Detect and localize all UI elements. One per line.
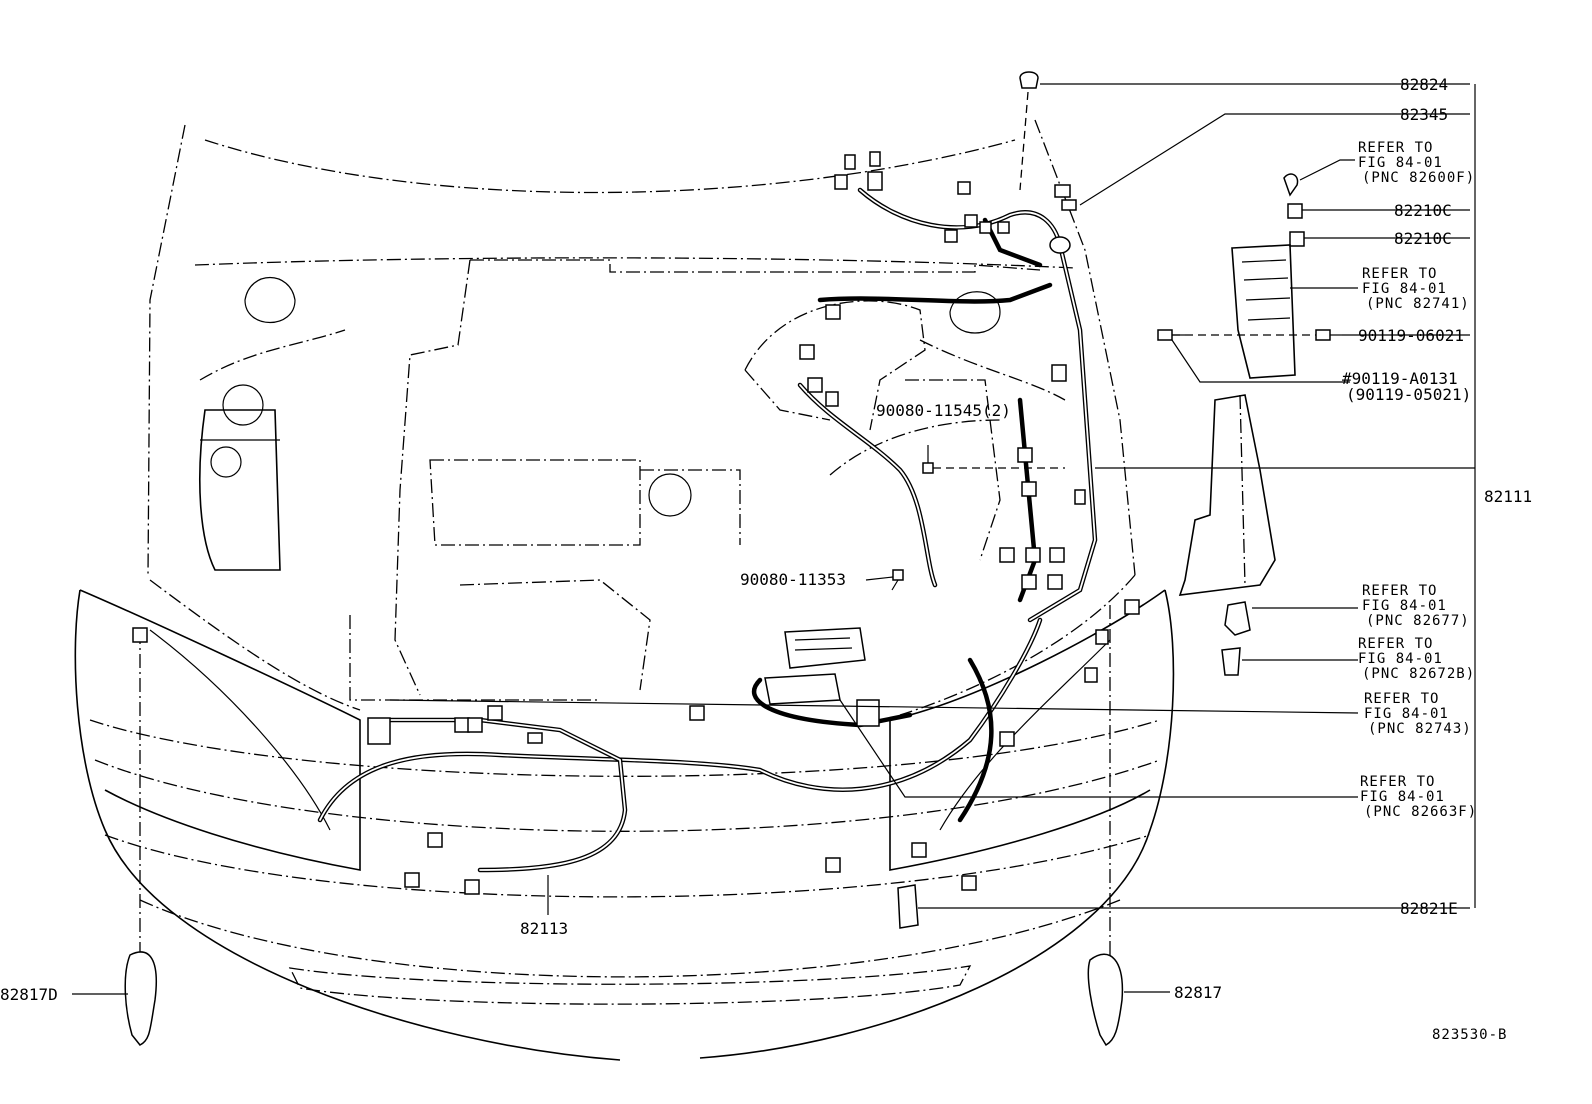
bolt-icon bbox=[891, 569, 904, 591]
svg-text:(PNC 82741): (PNC 82741) bbox=[1366, 296, 1470, 312]
part-labels: 82824 82345 82210C 82210C 90119-06021 #9… bbox=[0, 75, 1532, 1043]
label-90119-06021: 90119-06021 bbox=[1358, 326, 1464, 345]
reference-notes: REFER TO FIG 84-01 (PNC 82600F) REFER TO… bbox=[1358, 140, 1477, 820]
bolt-icon bbox=[1315, 329, 1342, 341]
clip-icon bbox=[1019, 71, 1039, 89]
bolt-icon bbox=[922, 445, 934, 474]
label-90080-11353: 90080-11353 bbox=[740, 570, 846, 589]
label-82111: 82111 bbox=[1484, 487, 1532, 506]
reference-82741: REFER TO FIG 84-01 (PNC 82741) bbox=[1362, 266, 1470, 312]
reference-82672b: REFER TO FIG 84-01 (PNC 82672B) bbox=[1358, 636, 1475, 682]
svg-text:(PNC 82672B): (PNC 82672B) bbox=[1362, 666, 1475, 682]
svg-text:REFER TO: REFER TO bbox=[1364, 691, 1439, 707]
relay-block-icon bbox=[764, 627, 866, 705]
parts bbox=[124, 71, 1342, 1047]
bolt-icon bbox=[1157, 329, 1185, 341]
svg-text:(PNC 82600F): (PNC 82600F) bbox=[1362, 170, 1475, 186]
label-82345: 82345 bbox=[1400, 105, 1448, 124]
svg-text:(PNC 82743): (PNC 82743) bbox=[1368, 721, 1472, 737]
drawing-code: 823530-B bbox=[1432, 1027, 1507, 1043]
svg-text:FIG 84-01: FIG 84-01 bbox=[1362, 281, 1447, 297]
leader-lines bbox=[72, 83, 1476, 995]
svg-text:(PNC 82677): (PNC 82677) bbox=[1366, 613, 1470, 629]
label-90119-05021: (90119-05021) bbox=[1346, 385, 1471, 404]
svg-text:REFER TO: REFER TO bbox=[1358, 636, 1433, 652]
svg-text:FIG 84-01: FIG 84-01 bbox=[1364, 706, 1449, 722]
label-82821e: 82821E bbox=[1400, 899, 1458, 918]
svg-text:FIG 84-01: FIG 84-01 bbox=[1358, 651, 1443, 667]
engine-bay-components bbox=[199, 259, 1276, 701]
reference-82600f: REFER TO FIG 84-01 (PNC 82600F) bbox=[1358, 140, 1475, 186]
reference-82677: REFER TO FIG 84-01 (PNC 82677) bbox=[1362, 583, 1470, 629]
svg-text:REFER TO: REFER TO bbox=[1360, 774, 1435, 790]
label-90119-a0131: #90119-A0131 bbox=[1342, 369, 1458, 388]
grommet-icon bbox=[1049, 236, 1071, 254]
reference-82663f: REFER TO FIG 84-01 (PNC 82663F) bbox=[1360, 774, 1477, 820]
svg-text:FIG 84-01: FIG 84-01 bbox=[1358, 155, 1443, 171]
label-82817d: 82817D bbox=[0, 985, 58, 1004]
svg-text:REFER TO: REFER TO bbox=[1362, 583, 1437, 599]
svg-text:REFER TO: REFER TO bbox=[1362, 266, 1437, 282]
label-82824: 82824 bbox=[1400, 75, 1448, 94]
label-90080-11545: 90080-11545(2) bbox=[876, 401, 1011, 420]
svg-text:(PNC 82663F): (PNC 82663F) bbox=[1364, 804, 1477, 820]
label-82210c-b: 82210C bbox=[1394, 229, 1452, 248]
label-82210c-a: 82210C bbox=[1394, 201, 1452, 220]
svg-text:FIG 84-01: FIG 84-01 bbox=[1360, 789, 1445, 805]
reference-82743: REFER TO FIG 84-01 (PNC 82743) bbox=[1364, 691, 1472, 737]
svg-text:REFER TO: REFER TO bbox=[1358, 140, 1433, 156]
svg-text:FIG 84-01: FIG 84-01 bbox=[1362, 598, 1447, 614]
label-82113: 82113 bbox=[520, 919, 568, 938]
wire-harnesses bbox=[317, 187, 1098, 873]
label-82817: 82817 bbox=[1174, 983, 1222, 1002]
vehicle-outline bbox=[74, 119, 1175, 1061]
